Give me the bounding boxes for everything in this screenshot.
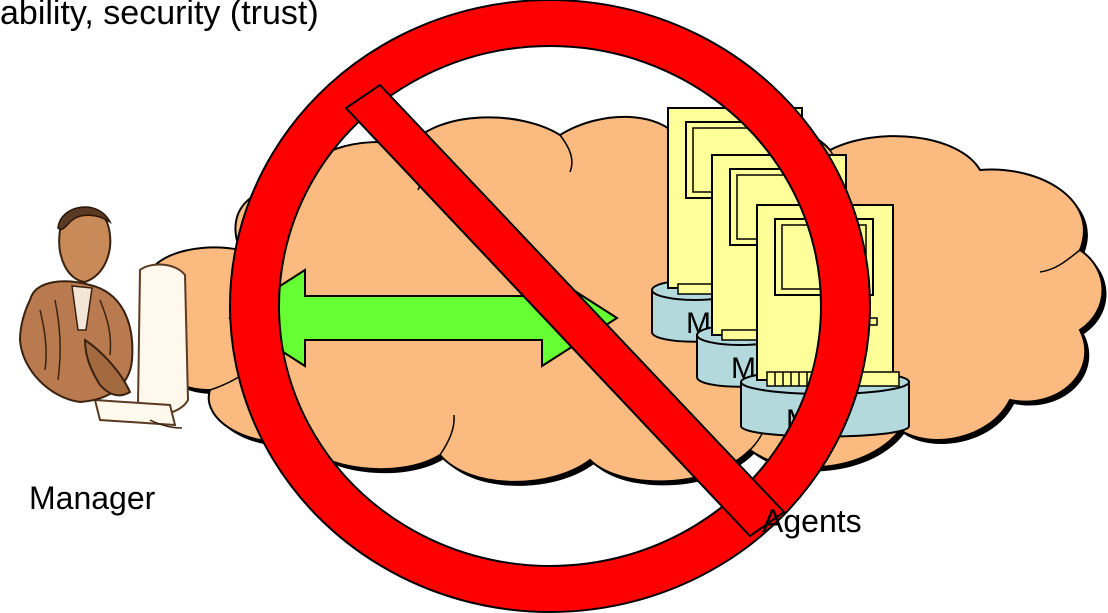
- agents-label: Agents: [762, 503, 862, 539]
- slide-top-text: ability, security (trust): [0, 0, 319, 32]
- manager-at-computer-icon: [18, 206, 190, 429]
- manager-shirt: [71, 285, 93, 331]
- manager-keyboard: [93, 398, 177, 427]
- manager-hair: [57, 206, 112, 231]
- double-arrow-icon: [228, 268, 619, 368]
- no-sign-ring: [229, 0, 871, 613]
- manager-arm: [83, 338, 132, 397]
- manager-monitor: [136, 263, 190, 416]
- manager-sketch-lines: [39, 299, 183, 429]
- no-sign-slash: [344, 83, 786, 538]
- manager-label: Manager: [29, 480, 156, 516]
- no-symbol-icon: [229, 0, 871, 613]
